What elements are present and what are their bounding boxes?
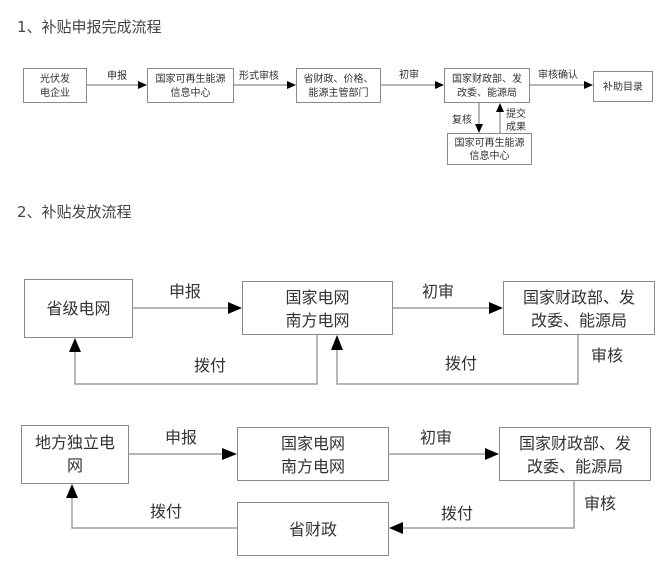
edge-submit-results: 提交 成果 xyxy=(496,103,526,133)
node-pv-enterprise: 光伏发 电企业 xyxy=(23,68,87,103)
node-info-center-a: 国家可再生能源 信息中心 xyxy=(147,68,234,103)
edge-label: 复核 xyxy=(452,113,472,126)
edge-label: 初审 xyxy=(422,282,454,301)
node-label: 国家可再生能源 xyxy=(455,136,525,149)
node-label: 国家电网 xyxy=(281,434,345,453)
node-label: 省财政 xyxy=(289,520,337,539)
edge-initial-review: 初审 xyxy=(393,282,503,314)
edge-label: 初审 xyxy=(399,68,419,81)
section2-title: 2、补贴发放流程 xyxy=(17,203,132,221)
node-label: 国家电网 xyxy=(285,288,349,307)
node-label: 改委、能源局 xyxy=(531,311,627,330)
node-label: 国家财政部、发 xyxy=(523,288,635,307)
section1-diagram: 光伏发 电企业 国家可再生能源 信息中心 省财政、价格、 能源主管部门 国家财政… xyxy=(23,68,653,165)
node-label: 网 xyxy=(67,456,83,475)
node-label: 南方电网 xyxy=(285,311,349,330)
edge-allocate-to-provincial: 拨付 xyxy=(69,335,318,385)
edge-review-confirm: 审核确认 xyxy=(530,68,593,89)
edge-allocate-to-local: 拨付 xyxy=(66,484,237,529)
section1-title: 1、补贴申报完成流程 xyxy=(17,18,162,36)
node-state-grid: 国家电网 南方电网 xyxy=(242,281,393,335)
edge-label: 成果 xyxy=(506,121,526,133)
edge-label: 审核确认 xyxy=(538,68,578,81)
edge-label: 申报 xyxy=(169,282,201,301)
node-local-grid: 地方独立电 网 xyxy=(21,425,129,484)
edge-label: 申报 xyxy=(107,69,127,82)
node-national-ministries: 国家财政部、发 改委、能源局 xyxy=(444,68,530,103)
edge-audit-allocate: 审核 拨付 xyxy=(389,481,616,534)
edge-declare: 申报 xyxy=(87,69,147,89)
node-label: 国家可再生能源 xyxy=(156,72,226,85)
section2-flow-a: 省级电网 国家电网 南方电网 国家财政部、发 改委、能源局 申报 初审 审核 拨… xyxy=(24,279,655,385)
node-info-center-b: 国家可再生能源 信息中心 xyxy=(447,133,532,165)
edge-formal-review: 形式审核 xyxy=(234,69,296,89)
node-provincial-finance: 省财政 xyxy=(237,502,389,556)
edge-initial-review: 初审 xyxy=(381,68,444,89)
edge-label: 初审 xyxy=(420,428,452,447)
edge-initial-review: 初审 xyxy=(389,428,499,460)
node-label: 改委、能源局 xyxy=(457,86,517,99)
node-label: 能源主管部门 xyxy=(309,86,369,99)
edge-label: 拨付 xyxy=(445,354,477,373)
node-label: 改委、能源局 xyxy=(527,457,623,476)
node-label: 省级电网 xyxy=(46,299,110,318)
node-label: 国家财政部、发 xyxy=(452,72,522,85)
node-national-ministries: 国家财政部、发 改委、能源局 xyxy=(503,281,655,335)
node-label: 省财政、价格、 xyxy=(304,72,374,85)
node-label: 光伏发 xyxy=(40,72,70,85)
edge-audit-allocate: 审核 拨付 xyxy=(331,335,623,385)
edge-label: 拨付 xyxy=(441,504,473,523)
edge-declare: 申报 xyxy=(133,282,242,314)
node-label: 补助目录 xyxy=(603,80,643,93)
edge-label: 申报 xyxy=(165,428,197,447)
edge-declare: 申报 xyxy=(129,428,237,460)
node-subsidy-catalog: 补助目录 xyxy=(593,71,653,102)
edge-label: 形式审核 xyxy=(239,69,279,82)
node-label: 地方独立电 xyxy=(35,433,115,452)
edge-label: 审核 xyxy=(584,494,616,513)
edge-label: 拨付 xyxy=(150,502,182,521)
node-label: 信息中心 xyxy=(470,149,510,162)
node-label: 电企业 xyxy=(40,86,70,99)
edge-label: 拨付 xyxy=(194,356,226,375)
node-label: 南方电网 xyxy=(281,457,345,476)
edge-label: 审核 xyxy=(591,346,623,365)
node-national-ministries: 国家财政部、发 改委、能源局 xyxy=(499,427,651,481)
node-provincial-grid: 省级电网 xyxy=(24,279,133,338)
edge-re-review: 复核 xyxy=(452,103,483,133)
node-state-grid: 国家电网 南方电网 xyxy=(237,427,389,481)
node-label: 信息中心 xyxy=(171,86,211,99)
node-label: 国家财政部、发 xyxy=(519,434,631,453)
section2-flow-b: 地方独立电 网 国家电网 南方电网 国家财政部、发 改委、能源局 省财政 申报 … xyxy=(21,425,651,556)
edge-label: 提交 xyxy=(506,107,526,120)
node-provincial-depts: 省财政、价格、 能源主管部门 xyxy=(296,68,381,103)
